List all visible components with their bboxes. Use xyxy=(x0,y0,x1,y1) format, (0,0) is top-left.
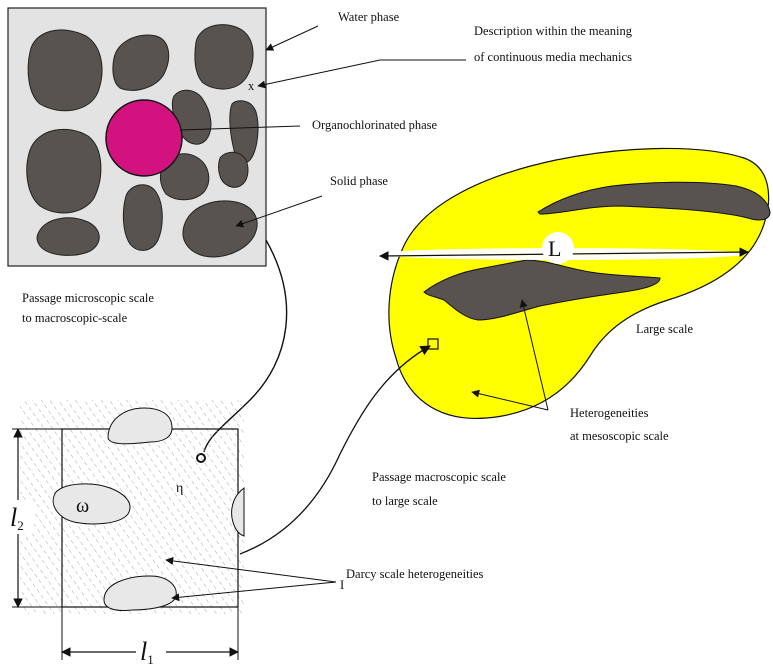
passage-micro-label-line1: Passage microscopic scale xyxy=(22,291,154,305)
organochlorinated-droplet xyxy=(106,100,182,176)
darcy-heterogeneities-label: Darcy scale heterogeneities xyxy=(346,567,484,581)
large-scale-label: Large scale xyxy=(636,322,693,336)
water-phase-arrow xyxy=(266,26,318,50)
microscopic-pore-box: x xyxy=(8,8,266,266)
description-label-line2: of continuous media mechanics xyxy=(474,50,632,64)
heterogeneities-label-line2: at mesoscopic scale xyxy=(570,429,669,443)
passage-micro-label-line2: to macroscopic-scale xyxy=(22,311,128,325)
grain xyxy=(37,218,99,256)
organochlorinated-phase-label: Organochlorinated phase xyxy=(312,118,438,132)
grain xyxy=(28,30,102,111)
passage-macro-label-line2: to large scale xyxy=(372,494,438,508)
passage-macro-label-line1: Passage macroscopic scale xyxy=(372,470,506,484)
heterogeneities-label-line1: Heterogeneities xyxy=(570,406,649,420)
grain xyxy=(219,152,249,187)
grain xyxy=(123,185,162,251)
description-arrow xyxy=(258,60,380,86)
description-label-line1: Description within the meaning xyxy=(474,24,633,38)
solid-phase-label: Solid phase xyxy=(330,174,388,188)
continuum-point-marker: x xyxy=(248,79,255,93)
grain xyxy=(27,129,101,213)
stray-mark: I xyxy=(340,578,344,592)
darcy-scale-cell: ω η xyxy=(12,400,244,614)
grain xyxy=(195,25,253,89)
large-scale-domain: L xyxy=(378,148,770,418)
omega-symbol: ω xyxy=(76,495,89,517)
eta-symbol: η xyxy=(176,481,183,496)
length-label: L xyxy=(548,236,561,261)
water-phase-label: Water phase xyxy=(338,10,400,24)
